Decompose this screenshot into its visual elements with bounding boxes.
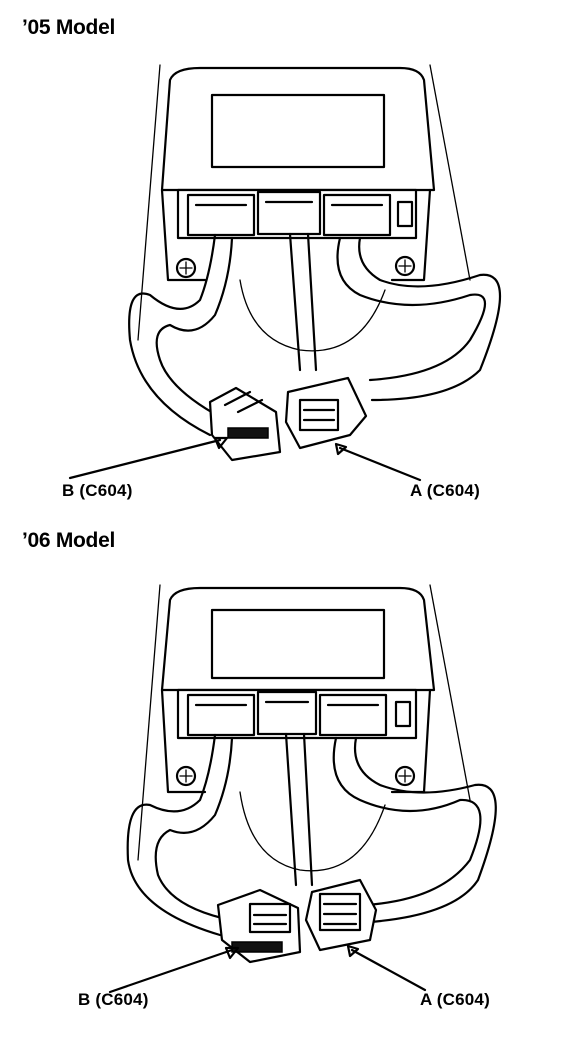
unit-connector-left (186, 193, 256, 237)
panel-title-05-model: ’05 Model (22, 16, 115, 39)
control-unit-label-window (210, 608, 386, 680)
connector-b (208, 386, 282, 462)
control-unit-label-window (210, 93, 386, 169)
diagram-06-model (108, 584, 497, 994)
label-b-c604-05: B (C604) (62, 481, 133, 500)
unit-connector-left (186, 693, 256, 737)
panel-title-06-model: ’06 Model (22, 529, 115, 552)
leader-line-b (108, 948, 234, 994)
unit-connector-center (256, 190, 322, 236)
label-a-c604-06: A (C604) (420, 990, 490, 1009)
unit-connector-right (322, 193, 392, 237)
unit-connector-right (318, 693, 388, 737)
leader-line-b (68, 438, 222, 480)
leader-line-a (350, 948, 427, 992)
leader-line-a (338, 446, 422, 482)
label-a-c604-05: A (C604) (410, 481, 480, 500)
diagram-05-model (68, 64, 502, 482)
unit-connector-center (256, 690, 318, 736)
label-b-c604-06: B (C604) (78, 990, 149, 1009)
